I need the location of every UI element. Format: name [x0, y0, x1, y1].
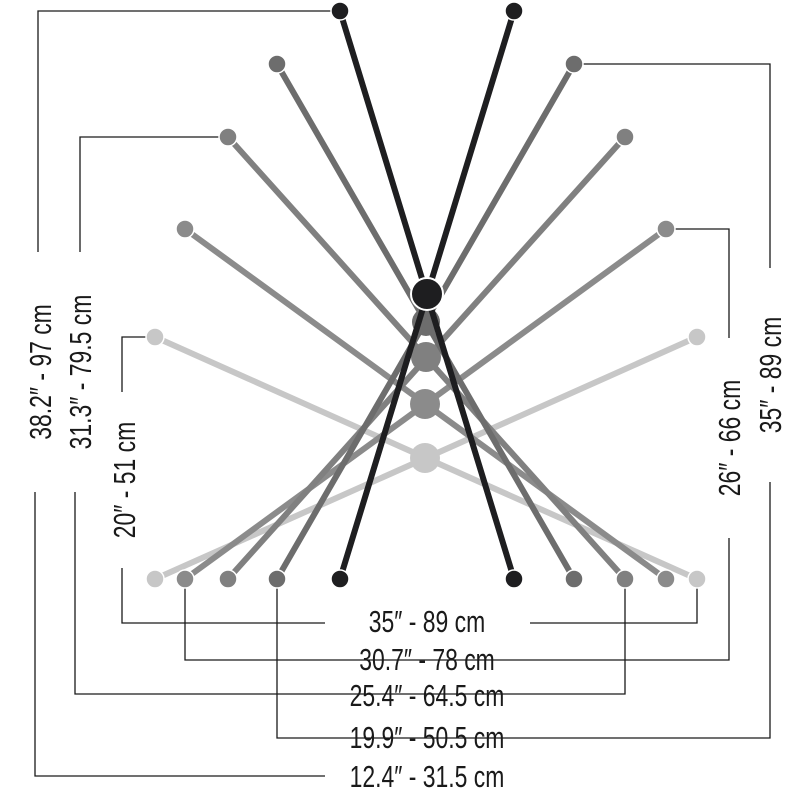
label-width-dark: 19.9″ - 50.5 cm — [350, 719, 505, 754]
joint-mid — [411, 342, 441, 372]
label-height-light: 20″ - 51 cm — [106, 422, 141, 538]
dim-line-width-mid2 — [184, 538, 730, 661]
size-mid2 — [175, 219, 676, 589]
label-width-light: 35″ - 89 cm — [369, 603, 485, 638]
joint-black — [410, 277, 444, 311]
foot-light — [687, 569, 707, 589]
tip-mid2 — [175, 219, 195, 239]
joint-mid2 — [410, 389, 440, 419]
dim-line-width-black — [34, 492, 325, 777]
dim-line-height-black — [37, 10, 340, 252]
dim-line-width-dark — [276, 482, 771, 739]
label-height-mid2: 26″ - 66 cm — [711, 380, 746, 496]
dim-line-width-light-right — [530, 579, 698, 624]
label-height-black: 38.2″ - 97 cm — [22, 304, 57, 440]
size-black — [330, 1, 524, 589]
label-height-mid: 31.3″ - 79.5 cm — [62, 295, 97, 450]
foot-mid — [218, 569, 238, 589]
tip-dark — [564, 54, 584, 74]
tip-light — [687, 327, 707, 347]
tip-black — [504, 1, 524, 21]
tip-mid — [615, 127, 635, 147]
dim-line-height-mid — [79, 136, 228, 252]
joint-light — [410, 443, 440, 473]
dim-line-width-light — [121, 568, 325, 624]
foot-black — [330, 569, 350, 589]
foot-mid — [615, 569, 635, 589]
foot-black — [504, 569, 524, 589]
width-labels: 35″ - 89 cm 30.7″ - 78 cm 25.4″ - 64.5 c… — [350, 603, 505, 793]
label-width-mid: 25.4″ - 64.5 cm — [350, 677, 505, 712]
foot-dark — [267, 569, 287, 589]
foot-mid2 — [656, 569, 676, 589]
label-width-black: 12.4″ - 31.5 cm — [350, 758, 505, 793]
label-width-mid2: 30.7″ - 78 cm — [359, 641, 495, 676]
dim-line-height-dark — [574, 63, 771, 268]
label-height-dark: 35″ - 89 cm — [752, 317, 787, 433]
foot-dark — [564, 569, 584, 589]
tip-light — [145, 327, 165, 347]
dim-line-height-light — [121, 336, 155, 392]
tip-mid — [218, 127, 238, 147]
tip-mid2 — [656, 219, 676, 239]
foot-light — [145, 569, 165, 589]
dimension-lines — [34, 10, 771, 777]
tip-dark — [267, 54, 287, 74]
size-mid — [218, 127, 635, 589]
dim-line-height-mid2 — [666, 228, 730, 338]
dim-line-width-mid — [74, 492, 626, 695]
height-labels: 38.2″ - 97 cm 31.3″ - 79.5 cm 20″ - 51 c… — [22, 295, 787, 539]
tip-black — [330, 1, 350, 21]
foot-mid2 — [175, 569, 195, 589]
